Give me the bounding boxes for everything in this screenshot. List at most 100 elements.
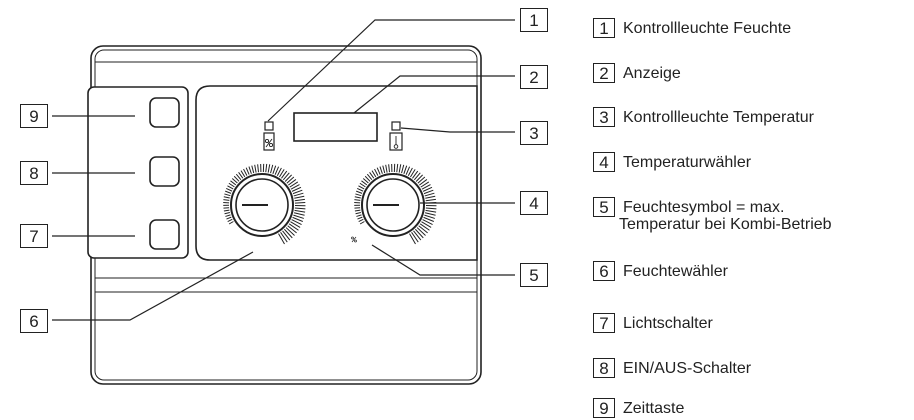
knob-ridge <box>272 165 277 175</box>
knob-ridge <box>374 168 379 176</box>
legend-number: 8 <box>593 358 615 378</box>
knob-ridge <box>414 228 424 239</box>
knob-ridge <box>226 216 232 220</box>
knob-ridge <box>418 225 428 234</box>
knob-ridge <box>359 221 365 225</box>
knob-ridge <box>412 170 419 179</box>
knob-ridge <box>280 232 288 243</box>
knob-ridge <box>420 181 430 188</box>
legend-label-line2: Temperatur bei Kombi-Betrieb <box>619 216 832 233</box>
legend-item-5: 5 Feuchtesymbol = max. Temperatur bei Ko… <box>593 197 832 233</box>
button-8[interactable] <box>149 156 180 187</box>
knob-ridge <box>294 209 306 213</box>
legend-number: 6 <box>593 261 615 281</box>
knob-ridge <box>251 165 255 174</box>
knob-ridge <box>270 164 274 174</box>
knob-ridge <box>356 214 362 217</box>
legend-label: Kontrollleuchte Temperatur <box>623 109 814 126</box>
knob-ridge <box>294 207 306 210</box>
knob-ridge <box>294 198 305 202</box>
knob-ridge <box>233 175 240 182</box>
knob-ridge <box>294 195 305 199</box>
legend-item-3: 3 Kontrollleuchte Temperatur <box>593 107 814 127</box>
knob-ridge <box>413 172 421 181</box>
knob-ridge <box>292 189 303 195</box>
callout-8: 8 <box>20 161 48 185</box>
legend-label-line1: Feuchtesymbol = max. <box>623 199 785 216</box>
knob-ridge <box>355 212 361 215</box>
knob-ridge <box>405 166 411 175</box>
knob-ridge <box>291 186 302 192</box>
knob-ridge <box>257 164 259 173</box>
knob-ridge <box>417 176 426 184</box>
legend-label: Lichtschalter <box>623 315 713 332</box>
knob-ridge <box>425 209 437 213</box>
knob-ridge <box>293 214 304 219</box>
knob-ridge <box>230 180 237 186</box>
humidity-max-symbol <box>351 236 357 243</box>
knob-ridge <box>424 214 435 219</box>
knob-ridge <box>424 212 436 216</box>
leader-5 <box>371 244 515 276</box>
knob-ridge <box>278 233 285 245</box>
knob-ridge <box>276 167 282 177</box>
knob-ridge <box>407 167 413 177</box>
legend-label: Feuchtesymbol = max. Temperatur bei Komb… <box>619 197 832 233</box>
legend-item-6: 6 Feuchtewähler <box>593 261 728 281</box>
leader-1 <box>267 19 515 122</box>
knob-ridge <box>423 189 434 195</box>
knob-ridge <box>283 228 293 239</box>
knob-ridge <box>361 180 368 186</box>
legend-label: Anzeige <box>623 65 681 82</box>
callout-2: 2 <box>520 65 548 89</box>
knob-ridge <box>267 164 271 173</box>
knob-ridge <box>225 190 232 194</box>
humidity-selector-knob[interactable] <box>223 163 306 245</box>
legend-number: 3 <box>593 107 615 127</box>
knob-ridge <box>398 164 402 173</box>
knob-ridge <box>411 232 419 243</box>
knob-ridge <box>403 165 408 175</box>
callout-7: 7 <box>20 224 48 248</box>
knob-ridge <box>224 212 230 215</box>
knob-ridge <box>226 187 233 192</box>
legend-number: 1 <box>593 18 615 38</box>
button-9[interactable] <box>149 97 180 128</box>
knob-ridge <box>248 166 252 174</box>
temperature-selector-knob[interactable] <box>354 163 437 245</box>
knob-ridge <box>288 223 299 231</box>
knob-ridge <box>357 216 363 220</box>
knob-ridge <box>422 186 433 192</box>
knob-ridge <box>223 209 230 212</box>
knob-ridge <box>235 173 242 180</box>
knob-ridge <box>293 212 305 216</box>
knob-ridge <box>282 230 291 241</box>
knob-ridge <box>425 198 436 202</box>
knob-ridge <box>290 184 300 190</box>
knob-ridge <box>223 196 230 199</box>
knob-ridge <box>396 163 399 173</box>
knob-ridge <box>371 170 377 178</box>
knob-ridge <box>358 218 364 223</box>
knob-ridge <box>225 214 231 217</box>
knob-ridge <box>294 202 306 204</box>
knob-ridge <box>245 167 250 175</box>
knob-ridge <box>289 181 299 188</box>
knob-ridge <box>425 207 437 210</box>
legend-item-2: 2 Anzeige <box>593 63 681 83</box>
button-7[interactable] <box>149 219 180 250</box>
leader-3 <box>400 127 515 133</box>
legend-item-4: 4 Temperaturwähler <box>593 152 751 172</box>
knob-ridge <box>228 182 235 188</box>
callout-6: 6 <box>20 309 48 333</box>
display <box>293 112 378 142</box>
knob-ridge <box>410 169 416 178</box>
legend-number: 7 <box>593 313 615 333</box>
knob-ridge <box>358 185 365 190</box>
knob-ridge <box>284 174 292 182</box>
humidity-indicator <box>263 121 275 151</box>
knob-ridge <box>366 173 373 180</box>
